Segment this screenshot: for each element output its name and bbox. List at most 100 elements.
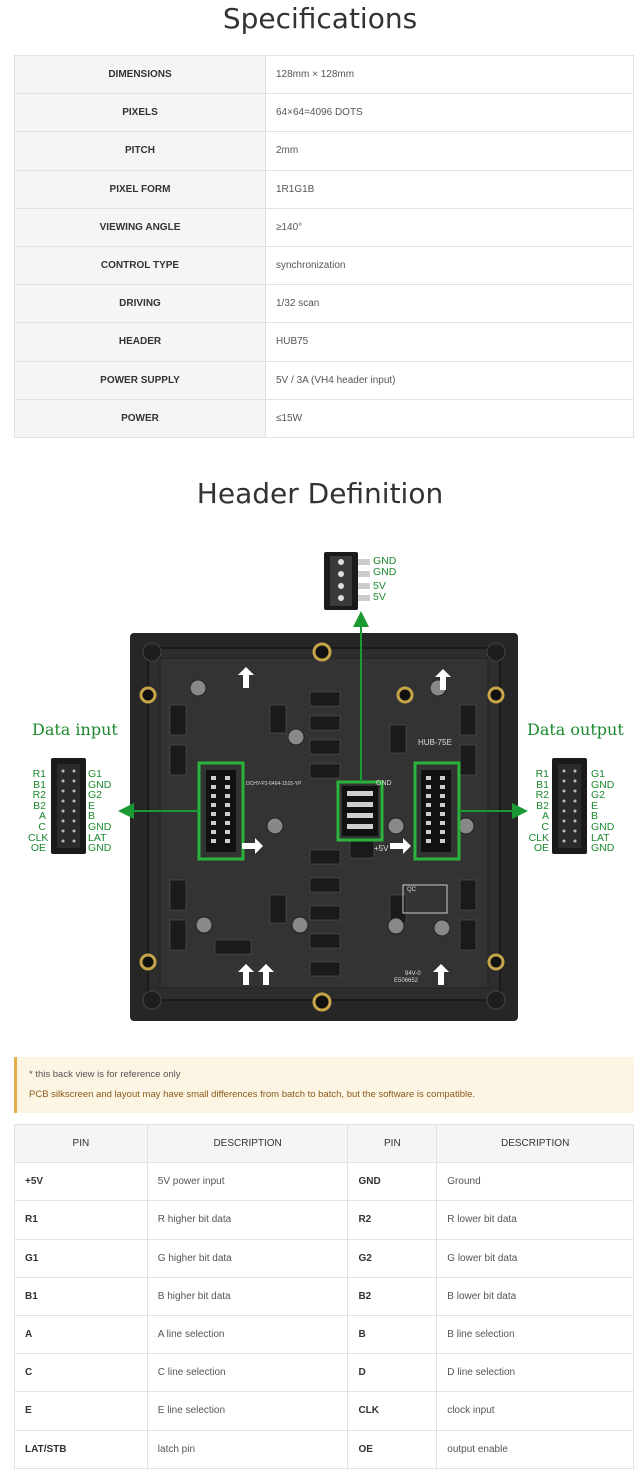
pin-label: GND [591,820,615,833]
pin-label: E [591,799,599,812]
description-column-header: DESCRIPTION [146,1123,349,1164]
power-pin-label: GND [373,565,397,578]
power-pin-label: 5V [373,590,386,603]
led-panel-board: HUB-75E DCHY-P2-6464-1515-YP GND +5V QC … [130,633,518,1021]
pin-name: CLK [347,1391,438,1431]
pin-name: OE [347,1429,438,1469]
pin-name: E [14,1391,148,1431]
data-output-connector [552,758,587,854]
pin-name: LAT/STB [14,1429,148,1469]
spec-label: HEADER [14,322,266,362]
pin-description: B lower bit data [436,1276,634,1316]
input-left-pin-labels: R1 B1 R2 B2 A C CLK OE [28,769,49,854]
pin-name: D [347,1353,438,1393]
spec-row: POWER≤15W [14,398,634,438]
description-column-header: DESCRIPTION [436,1123,634,1164]
spec-label: VIEWING ANGLE [14,207,266,247]
output-header-connector [413,761,461,861]
power-header-on-board [336,780,384,842]
pin-name: B1 [14,1276,148,1316]
pin-label: R2 [535,789,549,802]
pin-description: A line selection [146,1314,349,1355]
pin-description: E line selection [146,1391,349,1431]
board-gnd-text: GND [376,780,392,787]
input-right-pin-labels: G1 GND G2 E B GND LAT GND [88,769,111,854]
spec-label: POWER [14,398,266,438]
pin-label: CLK [28,831,49,844]
pin-label: R1 [535,768,549,780]
pin-name: B2 [347,1276,438,1316]
pin-label: E [88,799,96,812]
spec-value: 5V / 3A (VH4 header input) [265,360,634,400]
pin-label: GND [591,842,615,855]
pin-name: R1 [14,1200,148,1240]
pin-label: C [541,820,549,833]
pin-description: B line selection [436,1314,634,1355]
pin-description: output enable [436,1429,634,1469]
spec-value: ≥140° [265,207,634,247]
spec-label: CONTROL TYPE [14,245,266,286]
specifications-title: Specifications [222,2,418,35]
pin-column-header: PIN [347,1123,438,1164]
data-input-connector [51,758,86,854]
pin-name: C [14,1353,148,1393]
pin-label: B [88,810,96,823]
board-part-text: DCHY-P2-6464-1515-YP [246,781,302,787]
pin-description: 5V power input [146,1162,349,1202]
pin-label: GND [88,842,112,855]
power-pin-label: GND [373,555,397,567]
direction-arrow-icons [238,667,451,985]
pin-description: R higher bit data [146,1200,349,1240]
pin-name: GND [347,1162,438,1202]
note-line-2: PCB silkscreen and layout may have small… [29,1089,476,1100]
spec-value: synchronization [265,245,634,286]
board-qc-text: QC [407,887,417,893]
pin-description: G lower bit data [436,1238,634,1278]
spec-value: HUB75 [265,322,634,362]
pin-name: G2 [347,1238,438,1278]
spec-label: PITCH [14,131,266,171]
pin-label: B1 [33,778,46,791]
pin-description: latch pin [146,1429,349,1469]
spec-value: 128mm × 128mm [265,54,634,95]
pin-label: B [591,810,599,823]
pin-name: B [347,1314,438,1355]
pin-label: C [38,820,46,833]
pin-name: +5V [14,1162,148,1202]
board-model-text: HUB-75E [418,738,452,747]
pin-label: CLK [528,831,549,844]
pin-description: R lower bit data [436,1200,634,1240]
pin-name: R2 [347,1200,438,1240]
board-plus5v-text: +5V [374,844,389,853]
pin-label: GND [88,778,112,791]
pin-label: R2 [32,789,46,802]
spec-value: 2mm [265,131,634,171]
power-pin-label: 5V [373,580,386,593]
pin-name: G1 [14,1238,148,1278]
power-pin-labels: GND GND 5V 5V [373,556,396,602]
board-diagram: HUB-75E DCHY-P2-6464-1515-YP GND +5V QC … [51,552,587,1021]
board-code-text: E506652 [394,978,419,984]
pin-label: LAT [88,831,107,844]
pin-label: B1 [536,778,549,791]
output-left-pin-labels: R1 B1 R2 B2 A C CLK OE [528,769,549,854]
pin-description: clock input [436,1391,634,1431]
pin-description: B higher bit data [146,1276,349,1316]
spec-label: POWER SUPPLY [14,360,266,400]
data-output-label: Data output [527,720,624,739]
header-definition-title: Header Definition [196,477,444,510]
